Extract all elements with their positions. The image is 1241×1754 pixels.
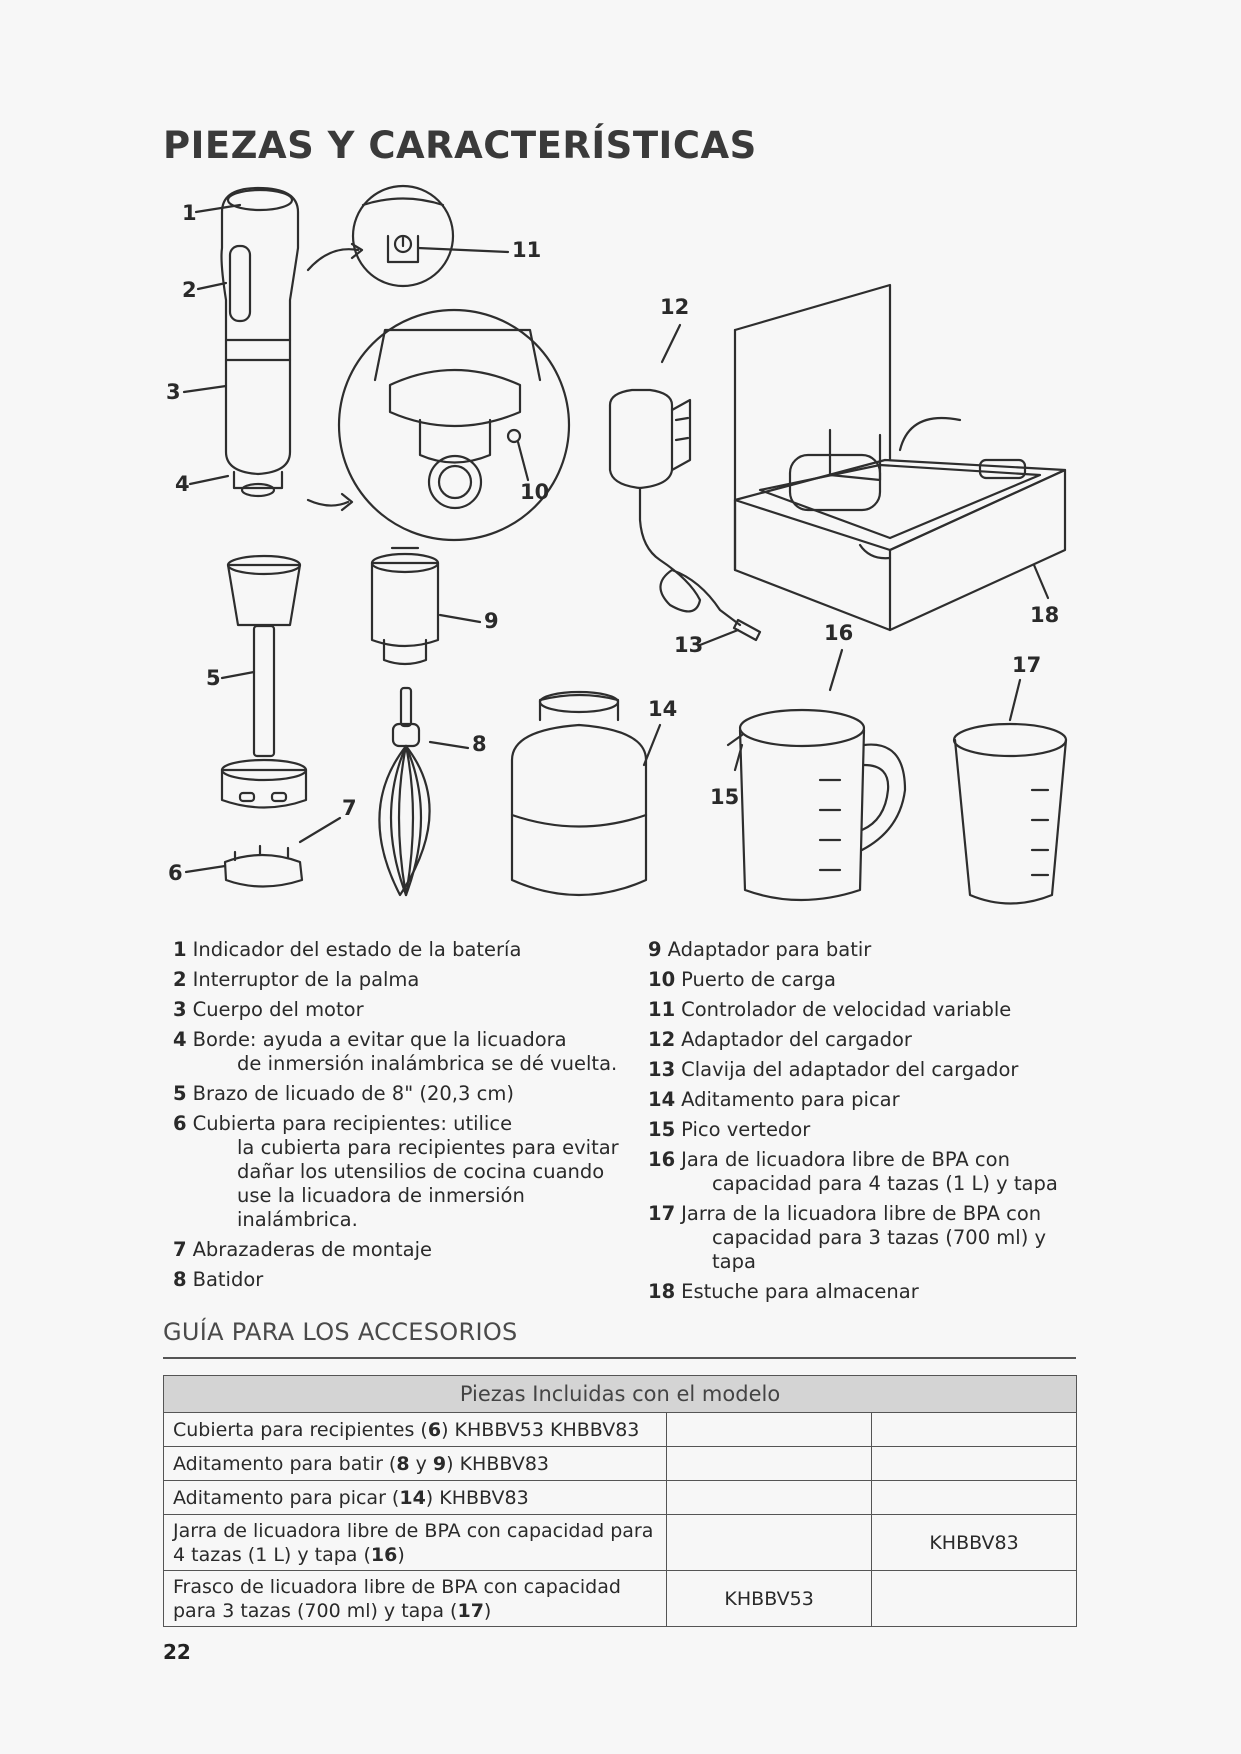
storage-case-drawing [735, 285, 1065, 630]
beaker-3-cup-drawing [954, 724, 1066, 904]
table-row: Aditamento para picar (14) KHBBV83 [164, 1481, 1077, 1515]
table-cell [667, 1481, 872, 1515]
blending-arm-drawing [222, 556, 306, 808]
charging-port-zoom-drawing [308, 310, 569, 540]
callout-5: 5 [206, 666, 221, 690]
section-divider [163, 1357, 1076, 1359]
page-title: PIEZAS Y CARACTERÍSTICAS [163, 124, 757, 167]
callout-18: 18 [1030, 603, 1059, 627]
callout-15: 15 [710, 785, 739, 809]
callout-1: 1 [182, 201, 197, 225]
callout-9: 9 [484, 609, 499, 633]
table-row: Frasco de licuadora libre de BPA con cap… [164, 1571, 1077, 1627]
callout-16: 16 [824, 621, 853, 645]
table-row: Aditamento para batir (8 y 9) KHBBV83 [164, 1447, 1077, 1481]
table-row: Jarra de licuadora libre de BPA con capa… [164, 1515, 1077, 1571]
table-cell-label: Frasco de licuadora libre de BPA con cap… [164, 1571, 667, 1627]
accessories-table: Piezas Incluidas con el modelo Cubierta … [163, 1375, 1077, 1627]
table-cell-label: Aditamento para picar (14) KHBBV83 [164, 1481, 667, 1515]
table-row: Cubierta para recipientes (6) KHBBV53 KH… [164, 1413, 1077, 1447]
page-number: 22 [163, 1640, 191, 1664]
pan-guard-drawing [225, 846, 302, 887]
motor-body-drawing [222, 188, 299, 496]
callout-8: 8 [472, 732, 487, 756]
charger-adapter-drawing [610, 390, 760, 640]
table-cell [872, 1413, 1077, 1447]
callout-leader-lines [184, 205, 1048, 872]
callout-numbers: 1 2 3 4 5 6 7 8 9 10 11 12 13 14 15 16 1… [166, 201, 1059, 885]
whisk-adapter-drawing [372, 548, 438, 664]
callout-14: 14 [648, 697, 677, 721]
parts-illustration: 1 2 3 4 5 6 7 8 9 10 11 12 13 14 15 16 1… [150, 180, 1080, 920]
table-cell [667, 1413, 872, 1447]
callout-10: 10 [520, 480, 549, 504]
callout-13: 13 [674, 633, 703, 657]
callout-7: 7 [342, 796, 357, 820]
callout-17: 17 [1012, 653, 1041, 677]
table-cell [872, 1481, 1077, 1515]
callout-4: 4 [175, 472, 190, 496]
table-cell-label: Jarra de licuadora libre de BPA con capa… [164, 1515, 667, 1571]
table-cell [667, 1447, 872, 1481]
callout-3: 3 [166, 380, 181, 404]
table-cell-label: Aditamento para batir (8 y 9) KHBBV83 [164, 1447, 667, 1481]
parts-diagram: 1 2 3 4 5 6 7 8 9 10 11 12 13 14 15 16 1… [150, 180, 1080, 920]
table-header: Piezas Incluidas con el modelo [164, 1376, 1077, 1413]
accessories-section-title: GUÍA PARA LOS ACCESORIOS [163, 1318, 518, 1346]
pitcher-4-cup-drawing [728, 710, 905, 900]
callout-2: 2 [182, 278, 197, 302]
table-cell [872, 1447, 1077, 1481]
chopper-drawing [512, 692, 646, 895]
callout-6: 6 [168, 861, 183, 885]
table-cell: KHBBV53 [667, 1571, 872, 1627]
whisk-drawing [379, 688, 429, 895]
table-cell [872, 1571, 1077, 1627]
table-cell-label: Cubierta para recipientes (6) KHBBV53 KH… [164, 1413, 667, 1447]
table-header-row: Piezas Incluidas con el modelo [164, 1376, 1077, 1413]
callout-11: 11 [512, 238, 541, 262]
callout-12: 12 [660, 295, 689, 319]
table-cell [667, 1515, 872, 1571]
table-cell: KHBBV83 [872, 1515, 1077, 1571]
speed-control-zoom-drawing [308, 186, 453, 286]
